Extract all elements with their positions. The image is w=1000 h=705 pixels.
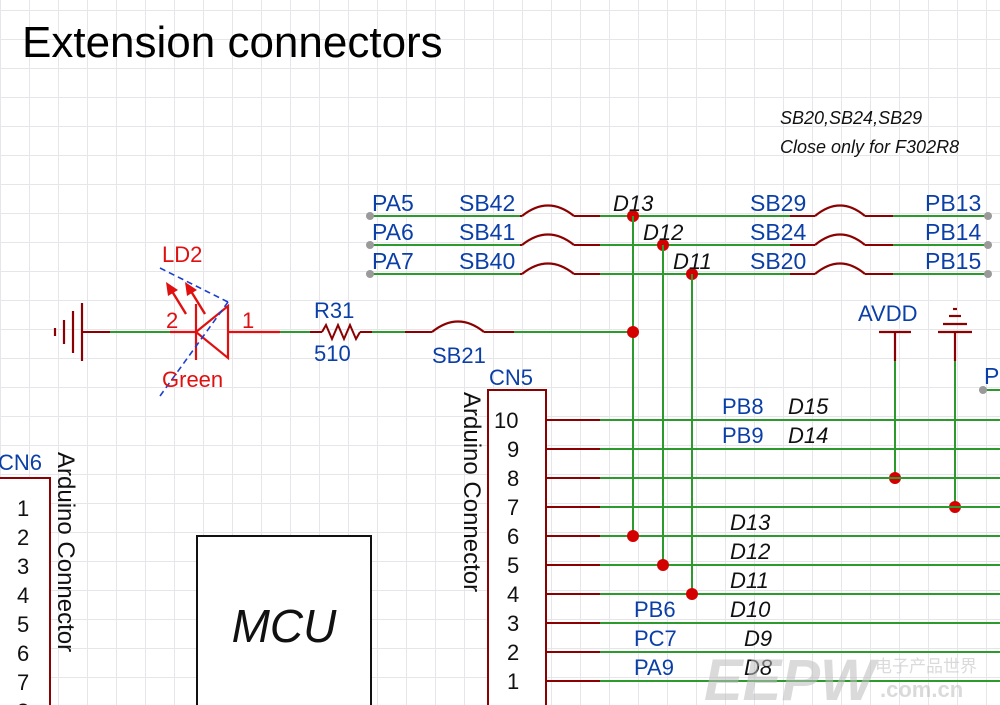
junction-d11-pin4 [686,588,698,600]
label-pb15: PB15 [925,248,981,274]
cn5-pin-2: 2 [507,640,519,665]
avdd-symbol [879,330,911,361]
watermark: EEPW 电子产品世界 .com.cn [704,648,977,705]
watermark-domain: .com.cn [880,677,963,702]
cn5-label-pb9: PB9 [722,423,764,448]
ground-icon-right [938,307,972,361]
label-d11-top: D11 [673,249,712,274]
cn6-name: Arduino Connector [52,452,79,652]
cn6-pin-1: 1 [17,496,29,521]
cn6-pin-4: 4 [17,583,29,608]
cn6-pin-5: 5 [17,612,29,637]
cn6-pin-7: 7 [17,670,29,695]
cn6-body [0,477,51,705]
cn5-label-d15: D15 [788,394,829,419]
led-pin-1: 1 [242,308,254,333]
cn5-label-pa9: PA9 [634,655,674,680]
label-sb40: SB40 [459,248,515,274]
cn5-label-d10: D10 [730,597,771,622]
mcu-label: MCU [232,600,338,652]
label-sb41: SB41 [459,219,515,245]
cn5-pin-4: 4 [507,582,519,607]
resistor-r31-icon [310,322,372,342]
resistor-value: 510 [314,341,351,366]
cn5-pin-1: 1 [507,669,519,694]
cn5-pin-8: 8 [507,466,519,491]
cn5-label-d12: D12 [730,539,770,564]
cn5-label-pc7: PC7 [634,626,677,651]
junction-d12-pin5 [657,559,669,571]
bridge-sb21-icon [405,320,514,333]
cn6-pin-2: 2 [17,525,29,550]
cn5-pins: 10 9 8 7 6 5 4 3 2 1 [494,408,519,694]
led-pin-2: 2 [166,308,178,333]
label-pb13: PB13 [925,190,981,216]
led-color-label: Green [162,367,223,392]
label-sb42: SB42 [459,190,515,216]
watermark-cn: 电子产品世界 [875,657,977,676]
partial-p-label: P [984,363,999,389]
cn5-label-d8: D8 [744,655,773,680]
cn5-pin-7: 7 [507,495,519,520]
net-row-2 [366,233,992,251]
cn5-pin-10: 10 [494,408,518,433]
label-pb14: PB14 [925,219,981,245]
cn6-pin-8: 8 [17,699,29,705]
cn5-pin-6: 6 [507,524,519,549]
cn5-label-pb6: PB6 [634,597,676,622]
resistor-ref: R31 [314,298,354,323]
cn5-pin-wires [546,419,1000,682]
net-row-3 [366,262,992,280]
cn5-label-pb8: PB8 [722,394,764,419]
cn6-pins: 1 2 3 4 5 6 7 8 [17,496,29,705]
cn5-label-d13: D13 [730,510,771,535]
cn6-ref: CN6 [0,450,42,475]
bridge-sb21-label: SB21 [432,343,486,368]
label-d12-top: D12 [643,220,683,245]
cn6-pin-3: 3 [17,554,29,579]
cn5-body [487,389,547,705]
cn5-pin-9: 9 [507,437,519,462]
led-ld2-icon [159,267,280,397]
avdd-label: AVDD [858,301,918,326]
label-sb20: SB20 [750,248,806,274]
label-pa6: PA6 [372,219,414,245]
cn5-name: Arduino Connector [458,392,485,592]
cn6-pin-6: 6 [17,641,29,666]
label-sb29: SB29 [750,190,806,216]
led-ref-label: LD2 [162,242,202,267]
label-pa7: PA7 [372,248,414,274]
cn5-label-d9: D9 [744,626,772,651]
cn5-ref: CN5 [489,365,533,390]
label-d13-top: D13 [613,191,654,216]
cn5-label-d11: D11 [730,568,769,593]
note-line-1: SB20,SB24,SB29 [780,108,922,128]
junction-sb21-d13 [627,326,639,338]
cn5-pin-5: 5 [507,553,519,578]
note-line-2: Close only for F302R8 [780,137,959,157]
net-row-1 [366,204,992,222]
label-sb24: SB24 [750,219,806,245]
page-title: Extension connectors [22,18,443,67]
ground-symbol [53,303,110,361]
cn5-pin-3: 3 [507,611,519,636]
mcu-block [196,535,372,705]
junction-d13-pin6 [627,530,639,542]
watermark-brand: EEPW [704,648,879,705]
cn5-label-d14: D14 [788,423,828,448]
label-pa5: PA5 [372,190,414,216]
